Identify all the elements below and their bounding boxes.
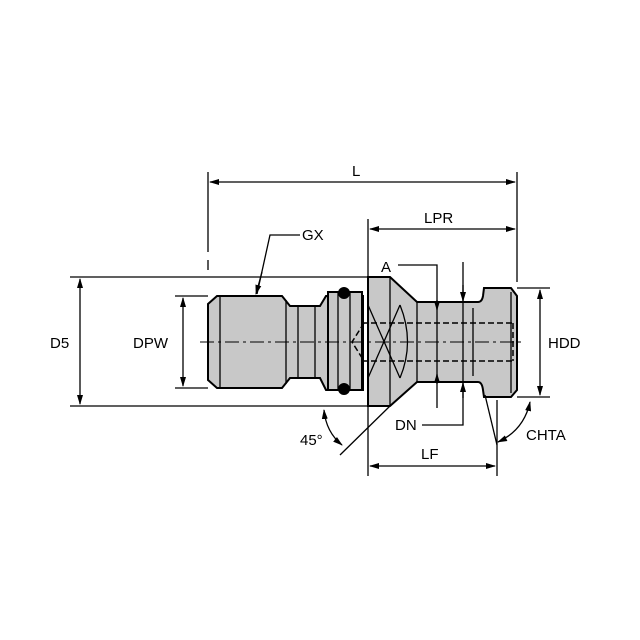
dimension-lines — [77, 179, 543, 469]
label-angle-45: 45° — [300, 432, 323, 449]
label-L: L — [352, 163, 360, 180]
label-DN: DN — [395, 417, 417, 434]
label-LPR: LPR — [424, 210, 453, 227]
label-DPW: DPW — [133, 335, 169, 352]
label-A: A — [381, 259, 391, 276]
label-HDD: HDD — [548, 335, 581, 352]
label-GX: GX — [302, 227, 324, 244]
extension-lines — [70, 172, 550, 476]
o-ring-bottom — [338, 383, 350, 395]
o-ring-top — [338, 287, 350, 299]
label-LF: LF — [421, 446, 439, 463]
label-D5: D5 — [50, 335, 69, 352]
label-CHTA: CHTA — [526, 427, 566, 444]
part-body — [200, 276, 525, 407]
